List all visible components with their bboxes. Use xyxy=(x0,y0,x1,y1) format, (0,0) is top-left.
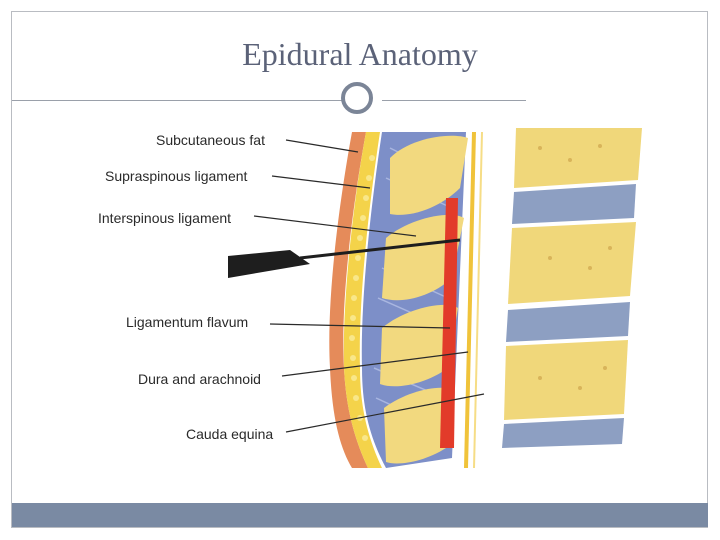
label-ligamentum-flavum: Ligamentum flavum xyxy=(126,314,248,330)
leader-lines xyxy=(253,139,485,433)
disc-2 xyxy=(506,302,630,342)
label-cauda-equina: Cauda equina xyxy=(186,426,273,442)
leader-supraspinous-ligament xyxy=(271,175,371,189)
disc-1 xyxy=(512,184,636,224)
dura-line-inner xyxy=(473,131,483,469)
dura-line xyxy=(464,131,476,469)
epidural-space xyxy=(440,198,458,448)
spinous-process-4 xyxy=(384,387,452,464)
label-dura-arachnoid: Dura and arachnoid xyxy=(138,371,261,387)
spinous-process-1 xyxy=(390,135,468,215)
title-divider-right xyxy=(382,100,526,101)
vertebral-body-2 xyxy=(508,222,636,304)
footer-bar xyxy=(12,503,708,527)
needle-shaft xyxy=(299,238,461,260)
spinous-process-3 xyxy=(380,304,458,387)
leader-cauda-equina xyxy=(285,393,485,433)
divider-ring-ornament xyxy=(341,82,373,114)
supraspinous-dots xyxy=(349,155,375,441)
title-divider-left xyxy=(12,100,342,101)
spine-diagram: Subcutaneous fat Supraspinous ligament I… xyxy=(98,128,642,469)
label-interspinous-ligament: Interspinous ligament xyxy=(98,210,231,226)
skin-layer xyxy=(329,132,368,468)
leader-interspinous-ligament xyxy=(253,215,417,237)
needle-hub xyxy=(228,250,310,278)
label-supraspinous-ligament: Supraspinous ligament xyxy=(105,168,248,184)
slide-frame xyxy=(11,11,708,528)
spinous-process-2 xyxy=(382,214,464,301)
bone-texture xyxy=(538,144,612,390)
label-subcutaneous-fat: Subcutaneous fat xyxy=(156,132,265,148)
supraspinous-band xyxy=(343,132,382,468)
disc-3 xyxy=(502,418,624,448)
slide-title: Epidural Anatomy xyxy=(242,36,478,72)
leader-dura-arachnoid xyxy=(281,351,469,377)
leader-ligamentum-flavum xyxy=(269,323,451,329)
leader-subcutaneous-fat xyxy=(285,139,359,153)
vertebral-body-3 xyxy=(504,340,628,420)
vertebral-body-1 xyxy=(514,128,642,188)
